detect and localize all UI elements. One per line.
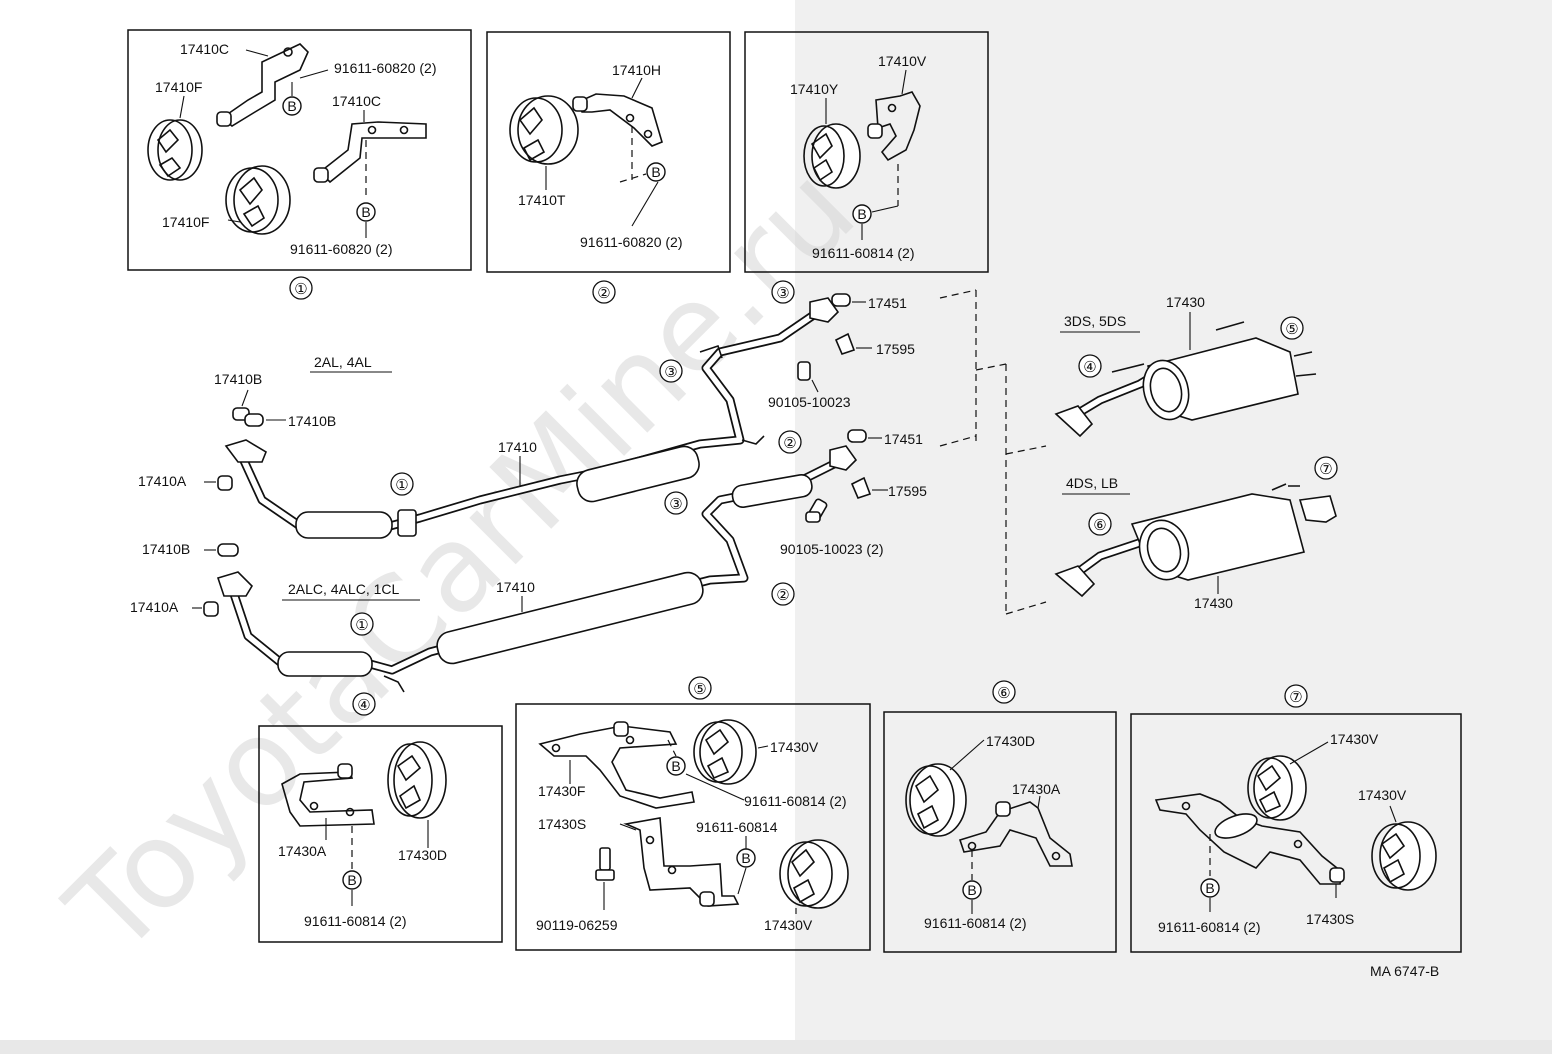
part-label: 17430V xyxy=(1330,731,1379,747)
part-label: 17410A xyxy=(138,473,187,489)
part-label: 91611-60820 (2) xyxy=(580,234,682,250)
part-label: 91611-60814 (2) xyxy=(812,245,914,261)
part-label: 17410C xyxy=(180,41,229,57)
circle-ref-3: ③ xyxy=(664,364,677,381)
circle-ref-5: ⑤ xyxy=(1285,321,1298,338)
circle-ref-2: ② xyxy=(776,587,789,604)
part-label: 91611-60820 (2) xyxy=(334,60,436,76)
part-label: 17595 xyxy=(888,483,927,499)
part-label: 17430A xyxy=(278,843,327,859)
circle-ref-1: ① xyxy=(355,617,368,634)
bolt-marker: B xyxy=(857,206,866,222)
part-label: 17410A xyxy=(130,599,179,615)
bolt-marker: B xyxy=(671,758,680,774)
part-label: 17410 xyxy=(496,579,535,595)
panel-3: B 17410V 17410Y 91611-60814 (2) xyxy=(744,31,989,273)
part-label: 91611-60814 (2) xyxy=(304,913,406,929)
circle-ref-2: ② xyxy=(597,285,610,302)
part-label: 17410V xyxy=(878,53,927,69)
part-label: 17430V xyxy=(764,917,813,933)
part-label: 17410C xyxy=(332,93,381,109)
circle-ref-2: ② xyxy=(783,435,796,452)
circle-ref-1: ① xyxy=(395,477,408,494)
part-label: 91611-60814 xyxy=(696,819,778,835)
bolt-marker: B xyxy=(347,872,356,888)
part-label: 17430 xyxy=(1166,294,1205,310)
muffler-upper: 3DS, 5DS 17430 xyxy=(1054,294,1317,438)
bolt-marker: B xyxy=(741,850,750,866)
circle-ref-3: ③ xyxy=(776,285,789,302)
circle-ref-4: ④ xyxy=(357,697,370,714)
bolt-marker: B xyxy=(361,204,370,220)
part-label: 17430S xyxy=(1306,911,1354,927)
circle-ref-7: ⑦ xyxy=(1289,689,1302,706)
part-label: 17410B xyxy=(214,371,262,387)
part-label: 17430 xyxy=(1194,595,1233,611)
upper-exhaust-assembly: 2AL, 4AL 17410B 17410B 17410A 17410 xyxy=(138,293,915,539)
part-label: 91611-60814 (2) xyxy=(924,915,1026,931)
part-label: 17430A xyxy=(1012,781,1061,797)
circle-ref-5: ⑤ xyxy=(693,681,706,698)
panel-2: B 17410H 17410T 91611-60820 (2) xyxy=(486,31,731,273)
part-label: 17430F xyxy=(538,783,585,799)
part-label: 90105-10023 xyxy=(768,394,851,410)
part-label: 17451 xyxy=(868,295,907,311)
lower-exhaust-assembly: 2ALC, 4ALC, 1CL 17410B 17410A 17410 1745… xyxy=(130,429,927,693)
part-label: 17410H xyxy=(612,62,661,78)
bolt-marker: B xyxy=(287,98,296,114)
muffler-connector xyxy=(939,289,1047,615)
circle-ref-4: ④ xyxy=(1083,359,1096,376)
variant-label-lower: 2ALC, 4ALC, 1CL xyxy=(288,581,399,597)
part-label: 91611-60820 (2) xyxy=(290,241,392,257)
part-label: 17595 xyxy=(876,341,915,357)
part-label: 17410Y xyxy=(790,81,839,97)
circle-ref-1: ① xyxy=(294,281,307,298)
part-label: 17430V xyxy=(770,739,819,755)
part-label: 17410B xyxy=(288,413,336,429)
part-label: 17430S xyxy=(538,816,586,832)
part-label: 17410F xyxy=(155,79,202,95)
panel-5: B B 17430V 17430F 9161 xyxy=(515,703,871,951)
panel-6: B 17430D 17430A 91611-60814 (2) xyxy=(883,711,1117,953)
part-label: 90105-10023 (2) xyxy=(780,541,884,557)
bottom-strip xyxy=(0,1040,1552,1054)
circle-ref-3: ③ xyxy=(669,496,682,513)
part-label: 17410T xyxy=(518,192,566,208)
variant-label-upper: 2AL, 4AL xyxy=(314,354,372,370)
bolt-marker: B xyxy=(967,882,976,898)
part-label: 17430D xyxy=(398,847,447,863)
part-label: 17410 xyxy=(498,439,537,455)
variant-label-muffler-lower: 4DS, LB xyxy=(1066,475,1118,491)
watermark: ToyotaCarMine.ru xyxy=(42,141,882,981)
bolt-marker: B xyxy=(651,164,660,180)
variant-label-muffler-upper: 3DS, 5DS xyxy=(1064,313,1126,329)
part-label: 91611-60814 (2) xyxy=(1158,919,1260,935)
part-label: 17430V xyxy=(1358,787,1407,803)
part-label: 17410F xyxy=(162,214,209,230)
figure-code: MA 6747-B xyxy=(1370,963,1439,979)
panel-1: B B 17410C 17410F 91611-60820 (2) 17410C… xyxy=(127,29,472,271)
circle-ref-7: ⑦ xyxy=(1319,461,1332,478)
part-label: 91611-60814 (2) xyxy=(744,793,846,809)
part-label: 17430D xyxy=(986,733,1035,749)
panel-4: B 17430A 17430D 91611-60814 (2) xyxy=(258,725,503,943)
part-label: 17410B xyxy=(142,541,190,557)
part-label: 90119-06259 xyxy=(536,917,618,933)
bolt-marker: B xyxy=(1205,880,1214,896)
circle-ref-6: ⑥ xyxy=(997,685,1010,702)
part-label: 17451 xyxy=(884,431,923,447)
circle-ref-6: ⑥ xyxy=(1093,517,1106,534)
muffler-lower: 4DS, LB 17430 xyxy=(1054,475,1337,611)
panel-7: B 17430V 17430V 91611-60814 (2) 17430S xyxy=(1130,713,1462,953)
